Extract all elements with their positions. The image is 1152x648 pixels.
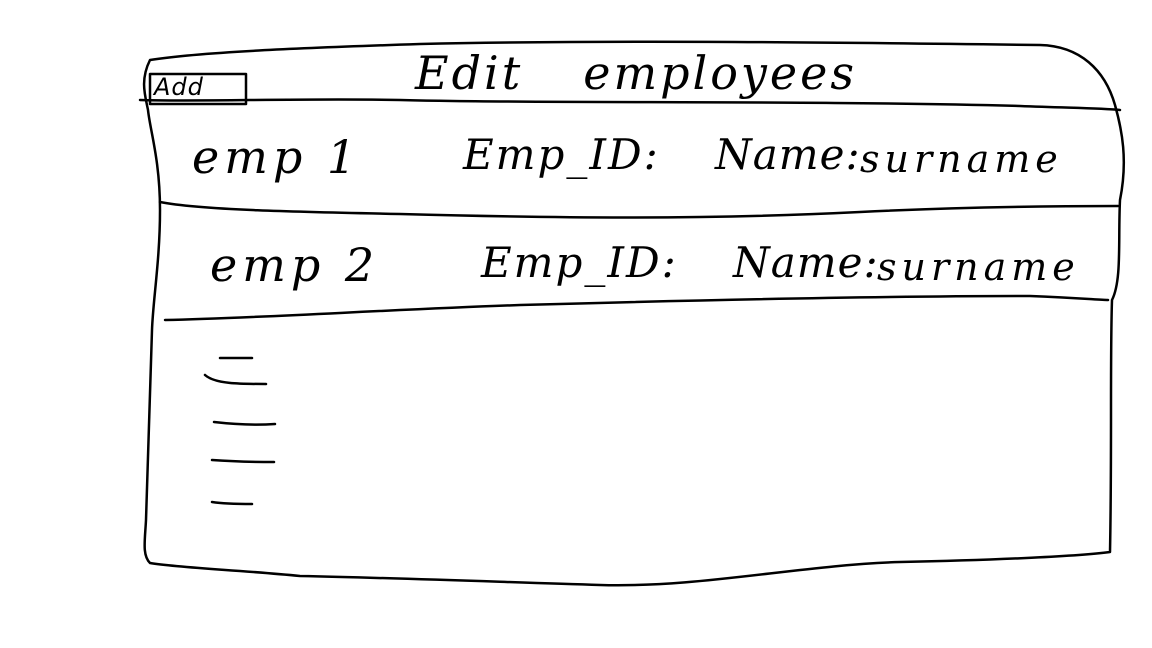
employee-row[interactable]: emp 2 Emp_ID: Name: surname <box>165 212 1110 312</box>
employee-label: emp 1 <box>192 130 362 184</box>
window-border <box>142 40 1126 587</box>
employee-label: emp 2 <box>210 238 380 292</box>
employee-name-label: Name: <box>715 130 861 179</box>
employee-id-label: Emp_ID: <box>463 130 660 179</box>
row-divider-1 <box>158 200 1120 219</box>
add-employee-button-label: Add <box>154 73 204 101</box>
employee-surname: surname <box>877 245 1080 289</box>
employee-id-label: Emp_ID: <box>481 238 678 287</box>
placeholder-line-3 <box>212 420 277 426</box>
placeholder-line-2 <box>203 373 268 386</box>
window-title-part2: employees <box>583 46 857 100</box>
employee-row[interactable]: emp 1 Emp_ID: Name: surname <box>160 112 1115 212</box>
row-divider-2 <box>163 294 1110 322</box>
more-employees-placeholder-list <box>200 340 290 520</box>
window-title-part1: Edit <box>415 46 524 100</box>
title-bar-divider <box>138 98 1122 112</box>
add-button-outline <box>148 72 248 106</box>
add-employee-button[interactable]: Add <box>148 72 248 102</box>
placeholder-line-5 <box>210 500 254 506</box>
placeholder-line-4 <box>210 458 276 464</box>
employee-surname: surname <box>860 137 1063 181</box>
employee-name-label: Name: <box>733 238 879 287</box>
